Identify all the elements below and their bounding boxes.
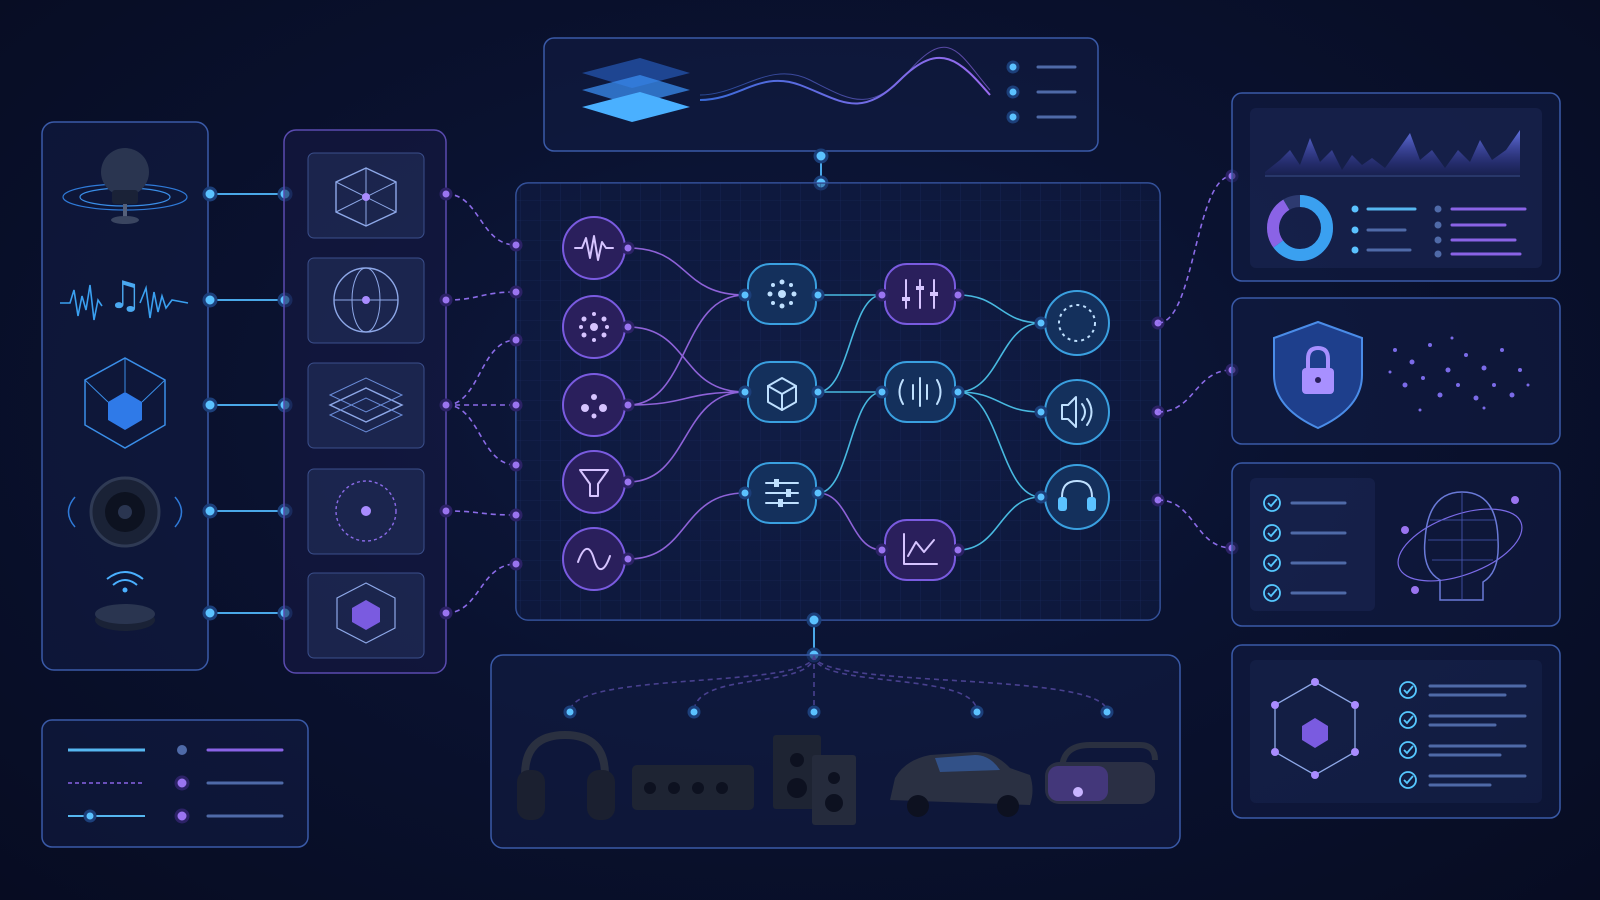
output-nodes — [1034, 290, 1110, 530]
wireless-hub-icon — [95, 571, 155, 631]
shield-lock-icon — [1273, 320, 1363, 430]
top-visualizer-panel — [543, 37, 1099, 152]
verification-panel — [1231, 462, 1561, 627]
donut-chart-icon — [1267, 195, 1333, 261]
orbit-dot-icon — [335, 480, 397, 542]
processing-nodes-col2 — [738, 263, 825, 524]
processing-nodes-col1 — [562, 216, 635, 591]
spatial-audio-node[interactable] — [875, 361, 965, 423]
checklist — [1263, 494, 1347, 602]
core-wiring — [627, 247, 1042, 560]
vr-headset-device-icon — [1045, 742, 1158, 804]
dots-cluster-node[interactable] — [562, 295, 635, 359]
processing-nodes-col3 — [875, 263, 965, 581]
core-processing-panel — [509, 182, 1161, 621]
network-checklist — [1399, 681, 1527, 789]
music-waveform-icon: ♫ — [60, 273, 189, 321]
sliders-node[interactable] — [738, 462, 825, 524]
cube-3d-node[interactable] — [738, 361, 825, 423]
scatter-node[interactable] — [562, 373, 635, 437]
headphones-output-node[interactable] — [1034, 464, 1110, 530]
graph-node[interactable] — [875, 519, 965, 581]
encoder-panel — [283, 129, 447, 674]
input-sources-panel: ♫ — [41, 121, 209, 671]
network-cube-icon — [335, 167, 397, 227]
headphones-device-icon — [517, 730, 615, 820]
microphone-icon — [62, 148, 188, 224]
svg-text:♫: ♫ — [108, 273, 142, 317]
volume-output-node[interactable] — [1034, 379, 1110, 445]
security-panel — [1231, 297, 1561, 445]
layers-stack-icon — [582, 58, 690, 122]
equalizer-node[interactable] — [875, 263, 965, 325]
core-output-links — [1151, 169, 1239, 555]
input-encoder-links — [202, 186, 293, 621]
network-cube-hex-icon — [1271, 678, 1359, 779]
bookshelf-speakers-device-icon — [773, 735, 856, 825]
waveform-particles-icon — [699, 46, 991, 105]
globe-sphere-icon — [333, 267, 399, 333]
soundbar-device-icon — [632, 765, 754, 810]
face-scan-icon — [1397, 491, 1523, 601]
hex-cube-icon — [336, 582, 396, 644]
playback-devices-panel — [490, 654, 1181, 849]
top-legend-toggles — [1006, 60, 1077, 124]
sine-node[interactable] — [562, 527, 635, 591]
layers-icon — [328, 377, 404, 433]
legend-panel — [41, 719, 309, 848]
speaker-icon — [67, 476, 183, 548]
network-checks-panel — [1231, 644, 1561, 819]
particle-cloud-icon — [1388, 336, 1530, 412]
cube-icon — [84, 357, 166, 449]
ring-output-node[interactable] — [1034, 290, 1110, 356]
radial-dots-node[interactable] — [738, 263, 825, 325]
car-device-icon — [890, 752, 1033, 817]
waveform-node[interactable] — [562, 216, 635, 280]
analytics-dashboard-panel — [1231, 92, 1561, 282]
filter-node[interactable] — [562, 450, 635, 514]
encoder-core-links — [439, 187, 517, 620]
